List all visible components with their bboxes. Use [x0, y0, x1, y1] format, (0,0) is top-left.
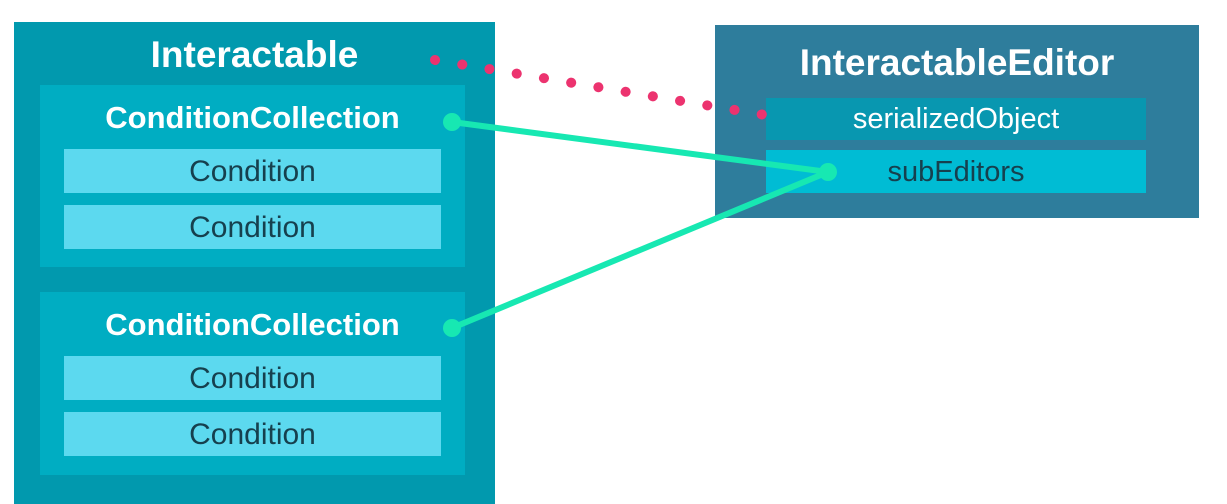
condition-collection-title: ConditionCollection [105, 307, 400, 342]
interactable-editor-box: InteractableEditor serializedObject subE… [715, 25, 1199, 218]
condition-collection-box-1: ConditionCollection Condition Condition [40, 85, 465, 267]
interactable-editor-title: InteractableEditor [799, 42, 1115, 83]
condition-row: Condition [64, 149, 441, 193]
condition-row: Condition [64, 205, 441, 249]
serialized-object-field: serializedObject [766, 98, 1146, 140]
condition-collection-box-2: ConditionCollection Condition Condition [40, 292, 465, 475]
interactable-box-title: Interactable [150, 34, 359, 75]
condition-row: Condition [64, 412, 441, 456]
interactable-box: Interactable ConditionCollection Conditi… [14, 22, 495, 504]
sub-editors-field: subEditors [766, 150, 1146, 193]
condition-row: Condition [64, 356, 441, 400]
condition-collection-title: ConditionCollection [105, 100, 400, 135]
